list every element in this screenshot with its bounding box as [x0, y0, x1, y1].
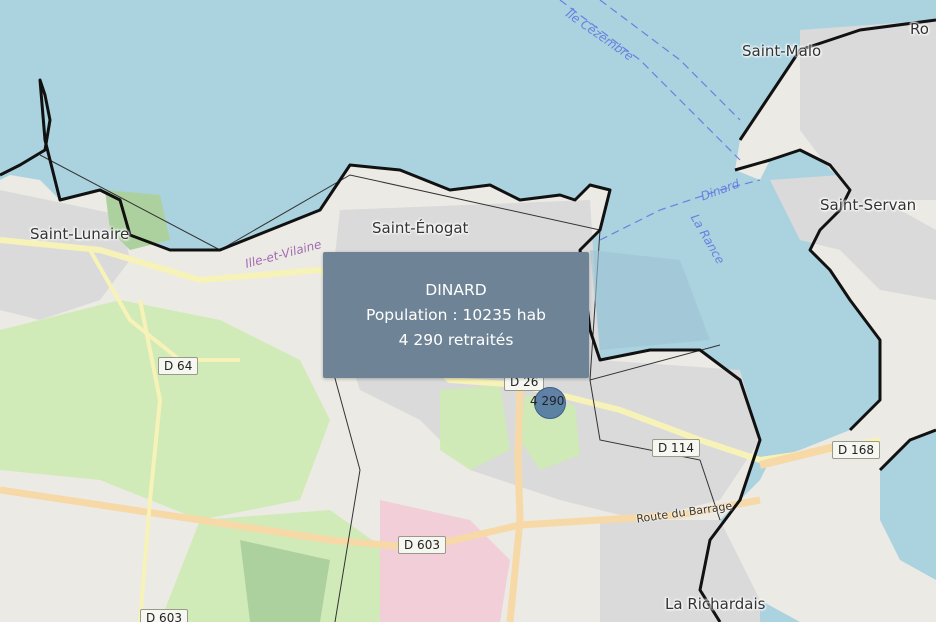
road-secondary [88, 249, 240, 362]
road-shield-d64: D 64 [158, 357, 199, 375]
shipping-lane [559, 0, 741, 161]
place-label-ro: Ro [910, 20, 929, 38]
green-area [0, 300, 330, 520]
place-label-la-richardais: La Richardais [665, 595, 766, 613]
urban-area-saint-lunaire [0, 190, 130, 320]
place-label-saint-enogat: Saint-Énogat [372, 219, 469, 237]
commune-popup: DINARD Population : 10235 hab 4 290 retr… [323, 252, 589, 378]
road-secondary [138, 299, 163, 622]
urban-area-saint-servan [770, 175, 936, 300]
coastline [0, 78, 762, 622]
coastline [878, 428, 936, 472]
urban-area-la-richardais [600, 520, 760, 622]
road-shield-d603: D 603 [398, 536, 446, 554]
park-area [440, 385, 510, 470]
retirees-marker[interactable] [534, 387, 566, 419]
marker-label: 4 290 [530, 394, 565, 408]
coastline [734, 148, 882, 432]
tidal-flat [590, 250, 710, 350]
commune-border [39, 154, 721, 381]
place-label-saint-servan: Saint-Servan [820, 196, 917, 214]
coastline [738, 18, 936, 141]
commercial-area [380, 500, 510, 622]
shipping-lane [599, 179, 761, 241]
commune-border [329, 359, 361, 622]
road-shield-d603-bottom: D 603 [140, 609, 188, 622]
popup-title: DINARD [425, 280, 487, 299]
park-area [520, 395, 580, 470]
popup-retirees: 4 290 retraités [398, 330, 514, 349]
place-label-saint-malo: Saint-Malo [742, 42, 822, 60]
shipping-lane [599, 0, 741, 121]
road-d266 [506, 389, 524, 622]
popup-population: Population : 10235 hab [366, 305, 546, 324]
road-d603 [0, 486, 761, 552]
commune-border [589, 379, 721, 521]
urban-area-saint-malo [800, 20, 936, 200]
road-shield-d114: D 114 [652, 439, 700, 457]
forest-area [240, 540, 330, 622]
road-shield-d168: D 168 [832, 441, 880, 459]
place-label-saint-lunaire: Saint-Lunaire [30, 225, 130, 243]
